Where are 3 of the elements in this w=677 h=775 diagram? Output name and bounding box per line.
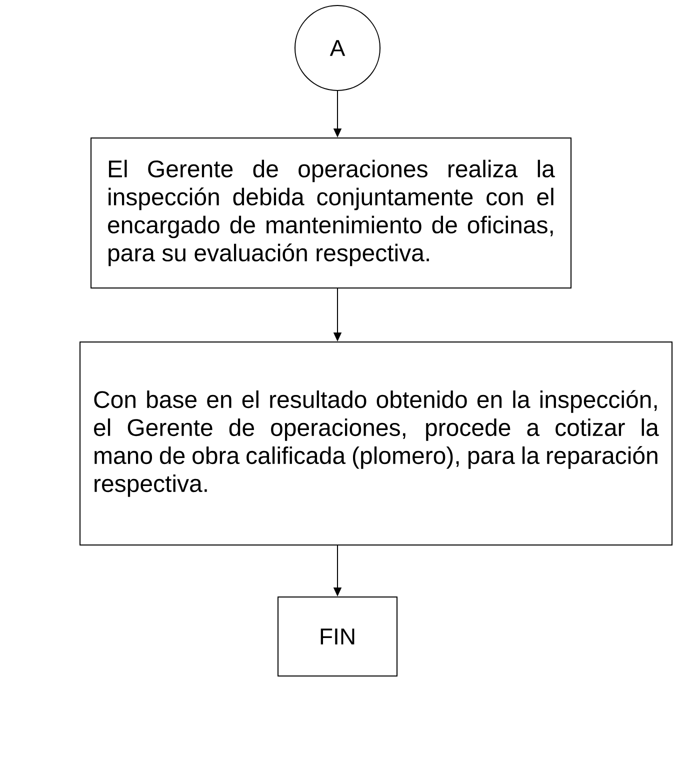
process-box: Con base en el resultado obtenido en la inspección, el Gerente de operaciones, procede a cotizar la mano de obra calificada (plomero), para la reparación respectiva. (80, 342, 672, 546)
process-box: El Gerente de operaciones realiza la inspección debida conjuntamente con el encargado de mantenimiento de oficinas, para su evaluación respectiva. (90, 138, 572, 288)
end-box: FIN (278, 596, 398, 676)
